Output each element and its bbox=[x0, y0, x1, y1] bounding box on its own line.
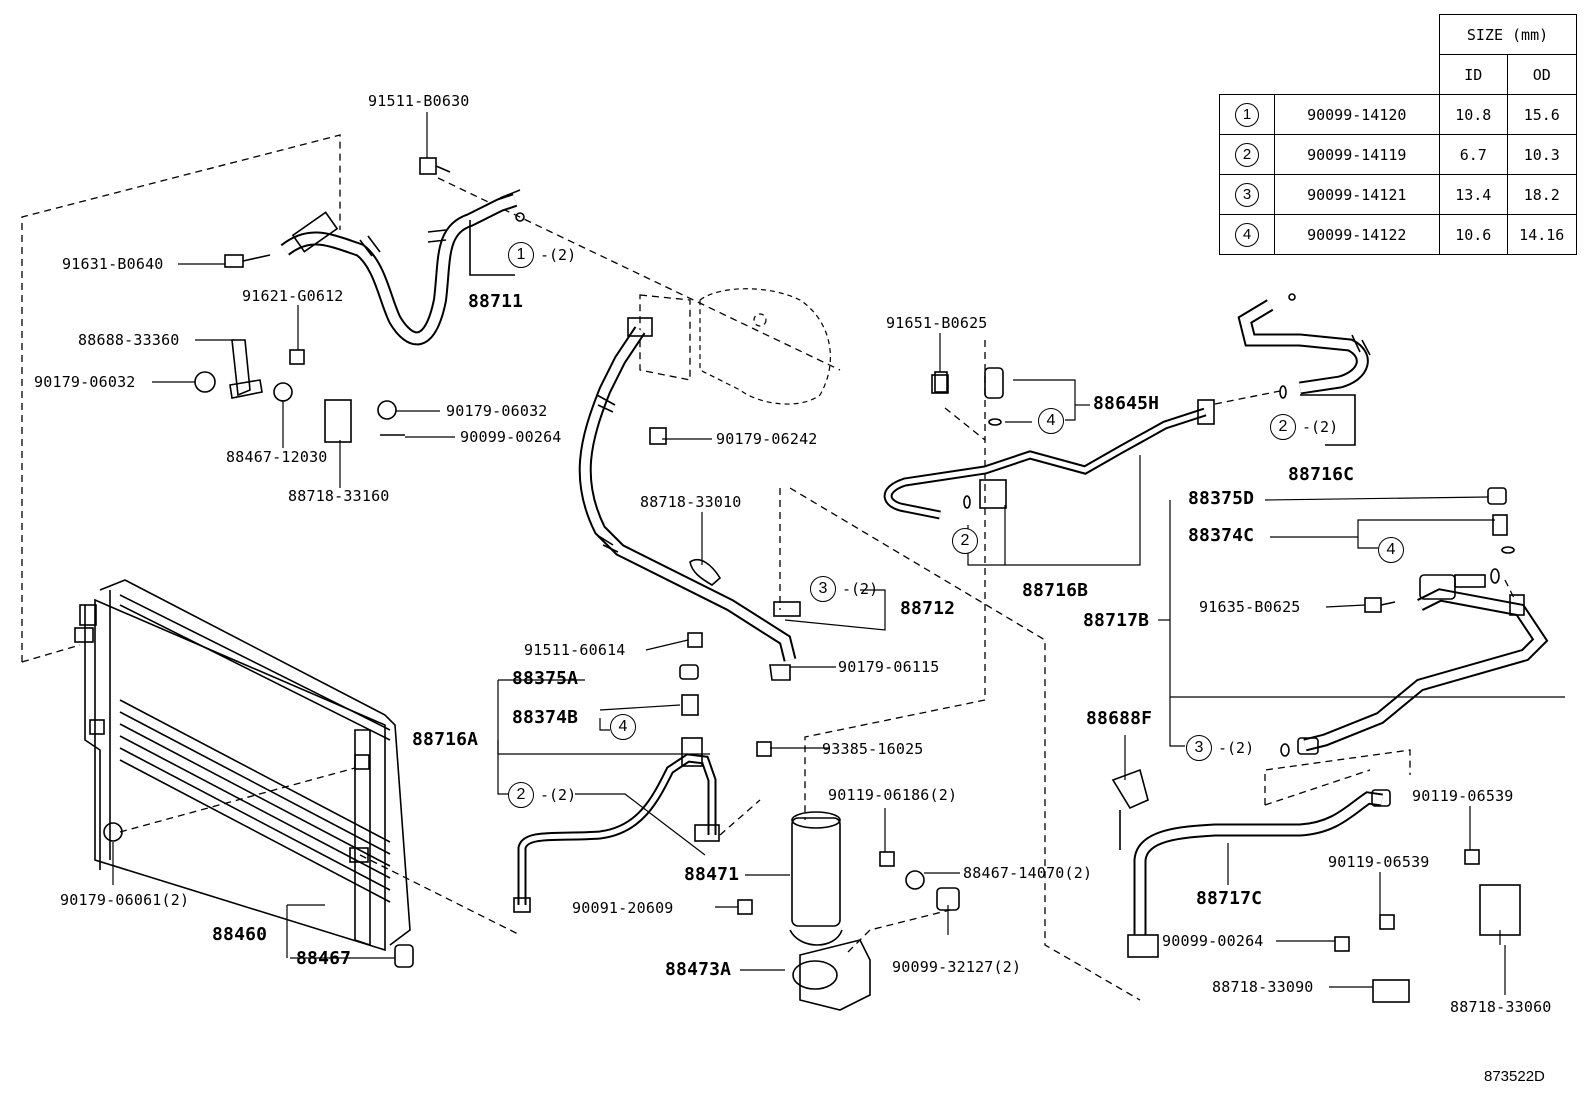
part-label-88717b: 88717B bbox=[1083, 610, 1150, 631]
callout-mark-3: 3 bbox=[810, 576, 836, 602]
part-label-90119-06186: 90119-06186(2) bbox=[828, 786, 958, 804]
hose-88712 bbox=[578, 317, 801, 681]
part-label-88716c: 88716C bbox=[1288, 464, 1355, 485]
part-label-90179-06115: 90179-06115 bbox=[838, 658, 940, 676]
callout-mark-4: 4 bbox=[1038, 408, 1064, 434]
part-label-90179-06032-right: 90179-06032 bbox=[446, 402, 548, 420]
part-label-90099-00264-top: 90099-00264 bbox=[460, 428, 562, 446]
compressor-outline bbox=[699, 288, 831, 405]
callout-mark-3: 3 bbox=[1186, 735, 1212, 761]
callout-mark-2: 2 bbox=[952, 528, 978, 554]
callout-mark-1: 1 bbox=[508, 242, 534, 268]
part-label-88711: 88711 bbox=[468, 291, 524, 312]
part-label-91651-b0625: 91651-B0625 bbox=[886, 314, 988, 332]
part-label-91635-b0625: 91635-B0625 bbox=[1199, 598, 1301, 616]
part-label-90179-06242: 90179-06242 bbox=[716, 430, 818, 448]
part-label-90091-20609: 90091-20609 bbox=[572, 899, 674, 917]
part-label-88467-12030: 88467-12030 bbox=[226, 448, 328, 466]
part-label-88467-14070: 88467-14070(2) bbox=[963, 864, 1093, 882]
row-mark: 2 bbox=[1235, 142, 1259, 167]
part-label-91621-g0612: 91621-G0612 bbox=[242, 287, 344, 305]
row-part-number: 90099-14121 bbox=[1274, 174, 1440, 215]
part-label-88471: 88471 bbox=[684, 864, 740, 885]
size-header: SIZE (mm) bbox=[1438, 14, 1577, 55]
part-label-91511-60614: 91511-60614 bbox=[524, 641, 626, 659]
part-label-88645h: 88645H bbox=[1093, 393, 1160, 414]
part-label-90119-06539-upper: 90119-06539 bbox=[1412, 787, 1514, 805]
part-label-88718-33060: 88718-33060 bbox=[1450, 998, 1552, 1016]
part-label-88374c: 88374C bbox=[1188, 525, 1255, 546]
id-column-header: ID bbox=[1438, 54, 1508, 95]
part-label-88473a: 88473A bbox=[665, 959, 732, 980]
part-label-88718-33010: 88718-33010 bbox=[640, 493, 742, 511]
part-label-91631-b0640: 91631-B0640 bbox=[62, 255, 164, 273]
tube-88716b bbox=[883, 367, 1215, 520]
part-label-88716b: 88716B bbox=[1022, 580, 1089, 601]
row-id: 6.7 bbox=[1438, 134, 1508, 175]
part-label-88460: 88460 bbox=[212, 924, 268, 945]
row-id: 13.4 bbox=[1438, 174, 1508, 215]
part-label-88718-33090: 88718-33090 bbox=[1212, 978, 1314, 996]
part-label-90099-00264-bottom: 90099-00264 bbox=[1162, 932, 1264, 950]
part-label-88375d: 88375D bbox=[1188, 488, 1255, 509]
od-column-header: OD bbox=[1507, 54, 1577, 95]
callout-qty: -(2) bbox=[1302, 418, 1339, 436]
hose-88711 bbox=[280, 189, 525, 346]
row-part-number: 90099-14119 bbox=[1274, 134, 1440, 175]
dashed-leader-lines bbox=[21, 134, 1516, 1001]
part-label-90119-06539-lower: 90119-06539 bbox=[1328, 853, 1430, 871]
callout-qty: -(2) bbox=[540, 786, 577, 804]
figure-id: 873522D bbox=[1484, 1068, 1545, 1085]
row-mark: 4 bbox=[1235, 222, 1259, 247]
callout-qty: -(2) bbox=[842, 580, 879, 598]
part-label-88375a: 88375A bbox=[512, 668, 579, 689]
receiver-dryer bbox=[789, 811, 871, 1011]
leader-lines bbox=[112, 112, 1565, 995]
row-od: 15.6 bbox=[1507, 94, 1577, 135]
table-row: 2 90099-14119 6.7 10.3 bbox=[1219, 134, 1577, 175]
part-label-88712: 88712 bbox=[900, 598, 956, 619]
part-label-91511-b0630: 91511-B0630 bbox=[368, 92, 470, 110]
part-label-93385-16025: 93385-16025 bbox=[822, 740, 924, 758]
tube-88717b bbox=[1280, 487, 1549, 757]
part-label-88467: 88467 bbox=[296, 948, 352, 969]
table-row: 4 90099-14122 10.6 14.16 bbox=[1219, 214, 1577, 255]
part-label-88374b: 88374B bbox=[512, 707, 579, 728]
callout-mark-4: 4 bbox=[1378, 537, 1404, 563]
row-id: 10.6 bbox=[1438, 214, 1508, 255]
callout-mark-2: 2 bbox=[1270, 414, 1296, 440]
table-row: 1 90099-14120 10.8 15.6 bbox=[1219, 94, 1577, 135]
part-label-88717c: 88717C bbox=[1196, 888, 1263, 909]
row-mark: 1 bbox=[1235, 102, 1259, 127]
row-id: 10.8 bbox=[1438, 94, 1508, 135]
row-mark: 3 bbox=[1235, 182, 1259, 207]
part-label-90179-06032-left: 90179-06032 bbox=[34, 373, 136, 391]
part-label-90179-06061: 90179-06061(2) bbox=[60, 891, 190, 909]
condenser-88460 bbox=[74, 579, 414, 968]
row-part-number: 90099-14120 bbox=[1274, 94, 1440, 135]
callout-mark-2: 2 bbox=[508, 782, 534, 808]
callout-qty: -(2) bbox=[540, 246, 577, 264]
callout-qty: -(2) bbox=[1218, 739, 1255, 757]
part-label-88716a: 88716A bbox=[412, 729, 479, 750]
part-label-88688-33360: 88688-33360 bbox=[78, 331, 180, 349]
row-od: 14.16 bbox=[1507, 214, 1577, 255]
hose-88716a bbox=[513, 664, 720, 913]
tube-88717c bbox=[687, 371, 1521, 1003]
row-od: 18.2 bbox=[1507, 174, 1577, 215]
table-row: 3 90099-14121 13.4 18.2 bbox=[1219, 174, 1577, 215]
part-label-88688f: 88688F bbox=[1086, 708, 1153, 729]
row-od: 10.3 bbox=[1507, 134, 1577, 175]
part-label-88718-33160: 88718-33160 bbox=[288, 487, 390, 505]
row-part-number: 90099-14122 bbox=[1274, 214, 1440, 255]
hose-size-table: SIZE (mm) ID OD 1 90099-14120 10.8 15.6 … bbox=[1219, 14, 1577, 255]
callout-mark-4: 4 bbox=[610, 714, 636, 740]
part-label-90099-32127: 90099-32127(2) bbox=[892, 958, 1022, 976]
hose-88716c bbox=[1237, 293, 1371, 446]
